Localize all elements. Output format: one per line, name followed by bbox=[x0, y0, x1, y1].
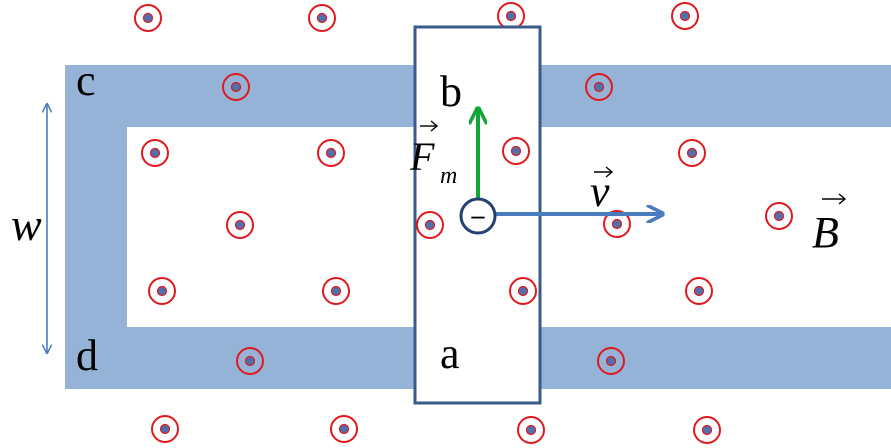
field-out-symbol bbox=[517, 416, 545, 444]
field-out-symbol bbox=[226, 211, 254, 239]
force-label: F m bbox=[409, 120, 457, 189]
field-out-symbol bbox=[330, 415, 358, 443]
left-rail bbox=[65, 65, 127, 389]
magnetic-field-symbols-on-rod bbox=[416, 137, 537, 305]
charge-ring bbox=[459, 197, 497, 235]
label-a: a bbox=[440, 329, 460, 378]
field-out-symbol bbox=[141, 139, 169, 167]
field-out-symbol bbox=[502, 137, 530, 165]
label-c: c bbox=[76, 56, 96, 105]
charge-sign: – bbox=[471, 201, 486, 230]
label-b: b bbox=[440, 67, 462, 116]
label-d: d bbox=[76, 331, 98, 380]
field-out-symbol bbox=[603, 210, 631, 238]
field-out-symbol bbox=[585, 73, 613, 101]
magnetic-field-symbols bbox=[134, 2, 793, 444]
label-width: w bbox=[11, 199, 42, 250]
velocity-vector-arrow-mark bbox=[594, 166, 614, 178]
force-vector-arrow-mark bbox=[420, 120, 439, 132]
field-out-symbol bbox=[148, 277, 176, 305]
field-out-symbol bbox=[151, 415, 179, 443]
field-out-symbol bbox=[693, 416, 721, 444]
field-out-symbol bbox=[317, 139, 345, 167]
field-out-symbol bbox=[685, 277, 713, 305]
velocity-letter: v bbox=[590, 167, 610, 216]
force-subscript: m bbox=[440, 163, 457, 189]
field-out-symbol bbox=[497, 2, 525, 30]
field-out-symbol bbox=[765, 202, 793, 230]
field-out-symbol bbox=[308, 4, 336, 32]
field-label: B bbox=[812, 193, 847, 257]
velocity-label: v bbox=[590, 166, 614, 216]
negative-charge: – bbox=[459, 197, 497, 235]
field-out-symbol bbox=[322, 277, 350, 305]
field-out-symbol bbox=[678, 139, 706, 167]
field-out-symbol bbox=[509, 277, 537, 305]
field-out-symbol bbox=[236, 347, 264, 375]
field-letter: B bbox=[812, 208, 839, 257]
field-out-symbol bbox=[416, 211, 444, 239]
field-out-symbol bbox=[597, 347, 625, 375]
field-out-symbol bbox=[222, 73, 250, 101]
field-out-symbol bbox=[671, 2, 699, 30]
field-vector-arrow-mark bbox=[822, 193, 847, 205]
field-out-symbol bbox=[134, 4, 162, 32]
force-letter: F bbox=[409, 134, 435, 179]
